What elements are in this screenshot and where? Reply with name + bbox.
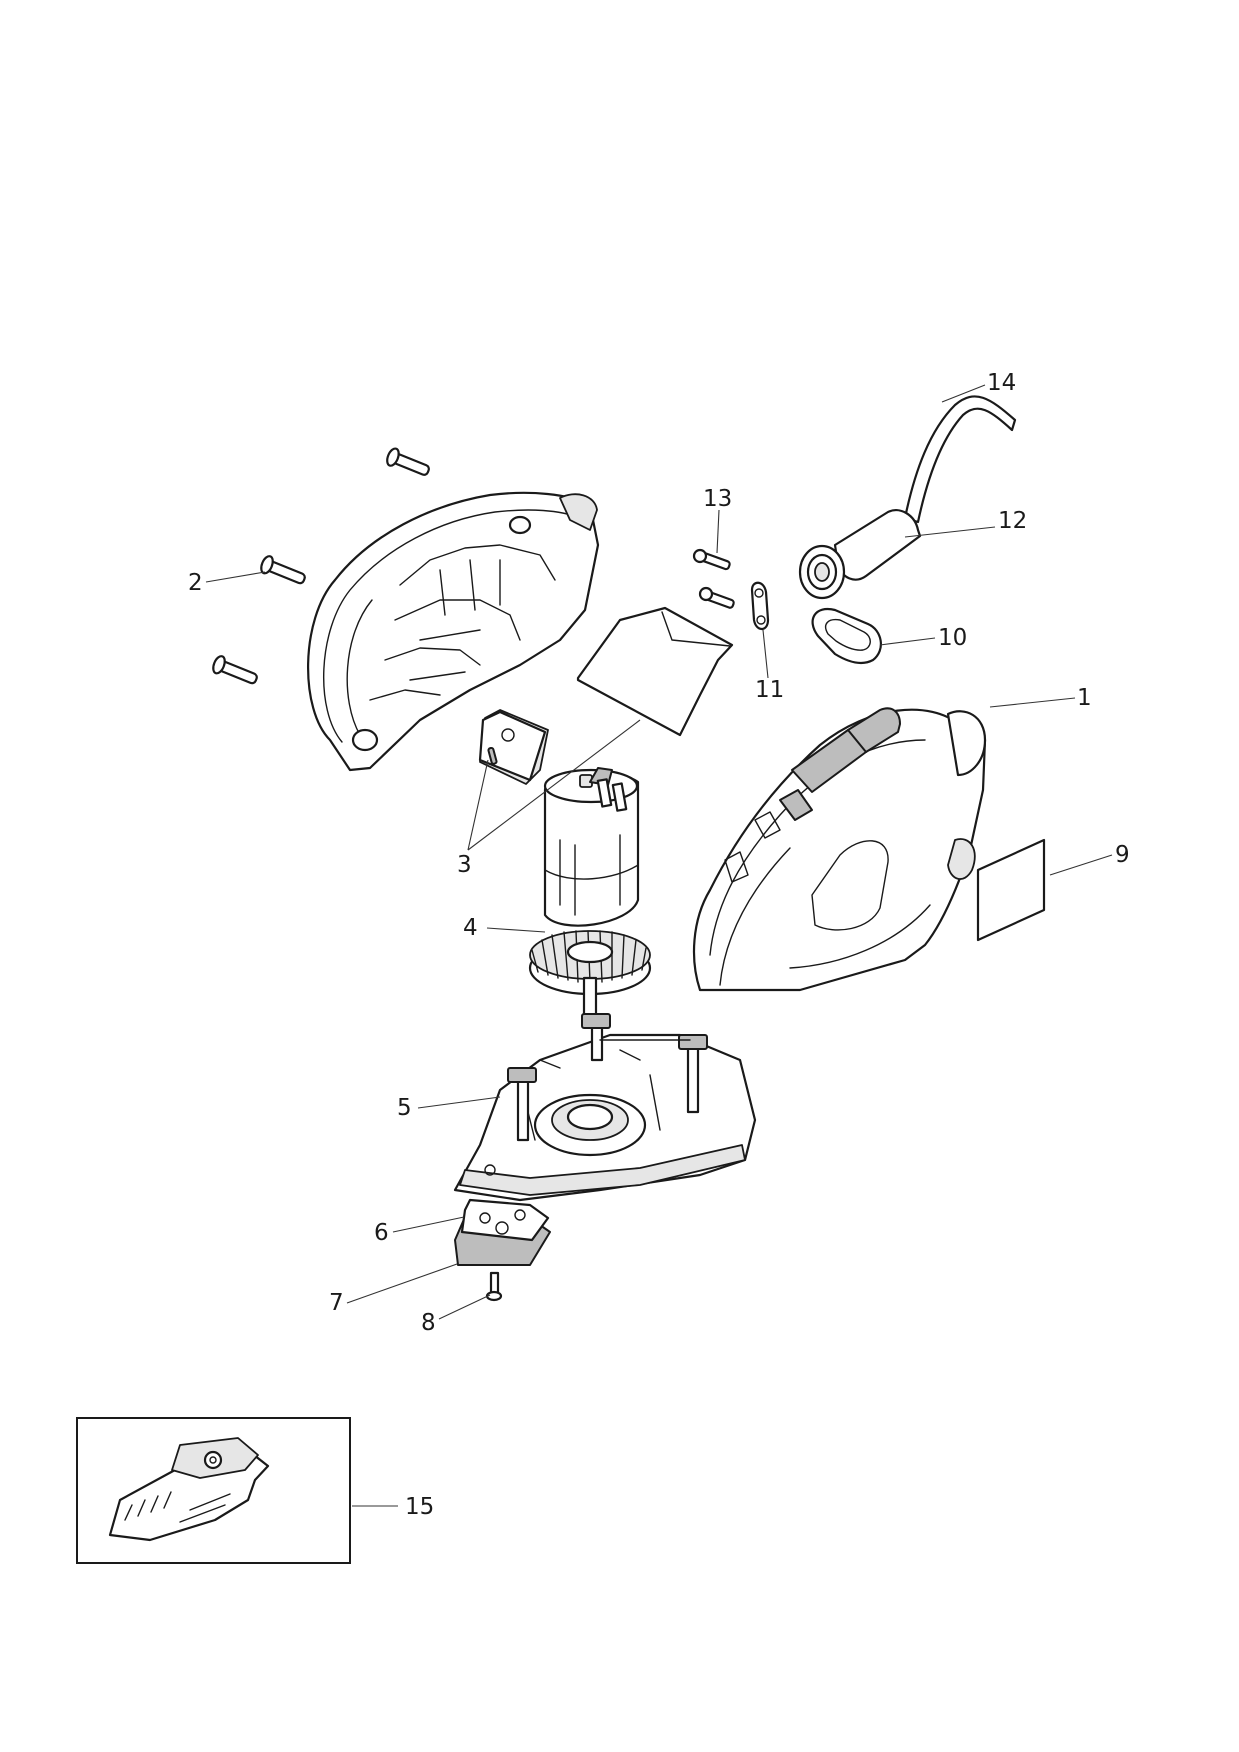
cord-sleeve bbox=[798, 509, 922, 600]
callout-7: 7 bbox=[329, 1290, 344, 1316]
power-cord bbox=[903, 395, 1017, 524]
callout-12: 12 bbox=[998, 508, 1027, 534]
callout-9: 9 bbox=[1115, 842, 1130, 868]
leader-lines bbox=[205, 384, 1113, 1507]
callout-11: 11 bbox=[755, 677, 784, 703]
sanding-pad bbox=[454, 1198, 551, 1266]
callout-8: 8 bbox=[421, 1310, 436, 1336]
cord-grommet bbox=[811, 607, 882, 664]
base-plate bbox=[453, 1013, 757, 1202]
callout-3: 3 bbox=[457, 852, 472, 878]
inset-box bbox=[76, 1417, 351, 1564]
screw-set-13 bbox=[692, 548, 735, 609]
callout-15: 15 bbox=[405, 1494, 434, 1520]
callout-4: 4 bbox=[463, 915, 478, 941]
insulation-sheet bbox=[576, 606, 734, 737]
rating-label bbox=[976, 838, 1046, 942]
cord-clamp bbox=[750, 581, 770, 631]
callout-1: 1 bbox=[1077, 685, 1092, 711]
finger-attachment bbox=[108, 1437, 270, 1542]
motor bbox=[528, 767, 652, 1020]
callout-5: 5 bbox=[397, 1095, 412, 1121]
callout-13: 13 bbox=[703, 486, 732, 512]
screw-set-2 bbox=[212, 447, 430, 685]
housing-half-left bbox=[307, 491, 600, 772]
callout-2: 2 bbox=[188, 570, 203, 596]
callout-10: 10 bbox=[938, 625, 967, 651]
pad-screw bbox=[485, 1271, 503, 1302]
callout-labels: 1 2 3 4 5 6 7 8 9 10 11 12 13 14 15 bbox=[188, 370, 1130, 1520]
callout-14: 14 bbox=[987, 370, 1016, 396]
callout-6: 6 bbox=[374, 1220, 389, 1246]
switch bbox=[478, 709, 549, 785]
housing-half-right bbox=[692, 707, 987, 992]
